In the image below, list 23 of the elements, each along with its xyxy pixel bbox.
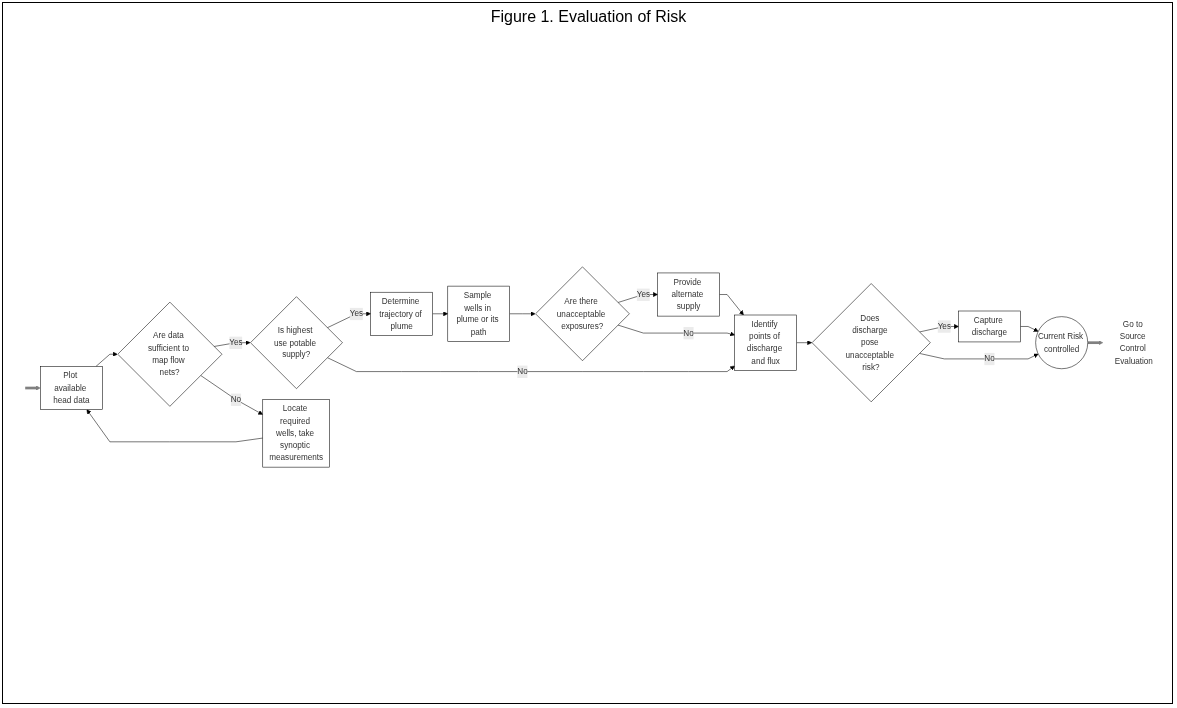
edge-label: Yes [229,337,243,347]
node-circle: Current Risk controlled [1035,316,1088,369]
node-box: Plot available head data [40,366,103,410]
edge-label: Yes [636,289,651,299]
node-diamond: Are data sufficient to map flow nets? [117,301,223,407]
node-diamond: Is highest use potable supply? [250,296,343,389]
edge-label: No [517,366,528,376]
arrow [1087,340,1104,346]
edge-label: No [984,353,995,364]
edge-label: Yes [937,321,951,331]
node-box: Capture discharge [958,310,1021,343]
figure-title: Figure 1. Evaluation of Risk [490,8,687,26]
edge-label: Yes [349,308,364,318]
node-box: Identify points of discharge and flux [734,314,797,371]
node-diamond: Are there unacceptable exposures? [535,266,630,361]
node-box: Locate required wells, take synoptic measurements [262,399,330,468]
edge-label: No [230,394,242,404]
node-box: Sample wells in plume or its path [447,285,510,342]
node-box: Determine trajectory of plume [370,291,433,336]
node-diamond: Does discharge pose unacceptable risk? [811,283,931,403]
node-box: Provide alternate supply [657,272,720,317]
node-text: Go to Source Control Evaluation [1114,319,1153,366]
edge-label: No [683,328,694,338]
